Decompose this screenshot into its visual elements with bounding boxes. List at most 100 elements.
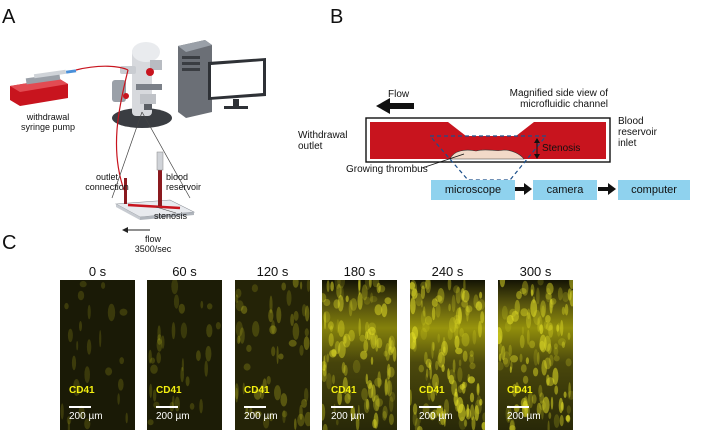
signal-streak bbox=[322, 361, 327, 371]
signal-streak bbox=[539, 340, 545, 351]
signal-streak bbox=[516, 291, 522, 300]
signal-streak bbox=[540, 300, 547, 317]
signal-streak bbox=[453, 314, 461, 325]
signal-streak bbox=[525, 357, 529, 365]
signal-streak bbox=[475, 301, 483, 311]
signal-streak bbox=[363, 398, 370, 414]
signal-streak bbox=[368, 326, 376, 336]
signal-streak bbox=[336, 319, 340, 334]
signal-streak bbox=[420, 281, 427, 289]
signal-streak bbox=[355, 414, 360, 430]
signal-streak bbox=[189, 403, 195, 410]
frame-time-label: 60 s bbox=[172, 264, 197, 279]
signal-streak bbox=[280, 393, 288, 407]
signal-streak bbox=[374, 377, 383, 387]
signal-streak bbox=[324, 311, 326, 330]
signal-streak bbox=[180, 322, 188, 339]
signal-streak bbox=[557, 287, 563, 301]
signal-streak bbox=[156, 338, 163, 352]
signal-streak bbox=[171, 280, 179, 295]
signal-streak bbox=[86, 339, 92, 355]
signal-streak bbox=[392, 346, 397, 362]
signal-streak bbox=[389, 391, 396, 402]
signal-streak bbox=[425, 373, 428, 381]
signal-streak bbox=[326, 280, 330, 293]
signal-streak bbox=[326, 353, 330, 363]
signal-streak bbox=[343, 335, 347, 344]
signal-streak bbox=[550, 298, 557, 305]
signal-streak bbox=[457, 367, 463, 383]
signal-streak bbox=[206, 324, 213, 338]
signal-streak bbox=[561, 306, 566, 315]
signal-streak bbox=[79, 321, 82, 332]
signal-streak bbox=[476, 383, 480, 396]
signal-streak bbox=[453, 285, 460, 294]
signal-streak bbox=[148, 349, 152, 364]
signal-streak bbox=[447, 280, 452, 291]
signal-streak bbox=[297, 413, 305, 427]
signal-streak bbox=[553, 414, 560, 428]
signal-streak bbox=[381, 303, 388, 318]
signal-streak bbox=[292, 322, 300, 340]
signal-streak bbox=[336, 284, 342, 298]
signal-streak bbox=[376, 282, 381, 294]
signal-streak bbox=[347, 387, 352, 400]
signal-streak bbox=[414, 418, 420, 430]
flow-label-b: Flow bbox=[388, 89, 410, 100]
cd41-marker-label: CD41 bbox=[419, 385, 445, 396]
signal-streak bbox=[324, 354, 328, 368]
signal-streak bbox=[536, 402, 542, 416]
cd41-marker-label: CD41 bbox=[69, 385, 95, 396]
signal-streak bbox=[536, 287, 540, 305]
signal-streak bbox=[290, 313, 294, 326]
signal-streak bbox=[498, 332, 501, 345]
signal-streak bbox=[322, 403, 326, 421]
signal-streak bbox=[303, 336, 310, 350]
signal-streak bbox=[157, 334, 162, 345]
signal-streak bbox=[442, 336, 446, 353]
signal-streak bbox=[71, 355, 77, 371]
signal-streak bbox=[531, 394, 537, 404]
signal-streak bbox=[292, 280, 299, 288]
signal-streak bbox=[512, 383, 517, 397]
signal-streak bbox=[472, 329, 477, 345]
signal-streak bbox=[455, 286, 461, 304]
signal-streak bbox=[119, 357, 124, 365]
signal-streak bbox=[479, 291, 483, 299]
signal-streak bbox=[388, 335, 396, 353]
signal-streak bbox=[459, 383, 465, 390]
signal-streak bbox=[107, 303, 116, 322]
signal-streak bbox=[376, 337, 383, 349]
signal-streak bbox=[469, 354, 475, 364]
scale-bar bbox=[331, 406, 353, 408]
signal-streak bbox=[87, 304, 91, 320]
signal-streak bbox=[559, 414, 564, 427]
signal-streak bbox=[447, 328, 453, 340]
signal-streak bbox=[271, 320, 275, 334]
signal-streak bbox=[526, 312, 532, 329]
signal-streak bbox=[332, 374, 335, 385]
signal-streak bbox=[467, 376, 475, 384]
signal-streak bbox=[499, 280, 506, 288]
signal-streak bbox=[180, 366, 184, 383]
signal-streak bbox=[152, 389, 157, 402]
signal-streak bbox=[438, 348, 443, 364]
flow-arrow-left-icon bbox=[376, 98, 414, 114]
signal-streak bbox=[276, 306, 282, 324]
signal-streak bbox=[538, 315, 543, 331]
signal-streak bbox=[549, 298, 553, 314]
signal-streak bbox=[387, 366, 395, 378]
panel-label-c: C bbox=[2, 232, 17, 254]
signal-streak bbox=[530, 284, 535, 296]
panel-label-b: B bbox=[330, 6, 344, 28]
signal-streak bbox=[77, 387, 80, 395]
signal-streak bbox=[178, 303, 185, 314]
signal-streak bbox=[236, 335, 241, 345]
signal-streak bbox=[560, 320, 564, 336]
signal-streak bbox=[508, 344, 512, 357]
signal-streak bbox=[431, 307, 436, 321]
signal-streak bbox=[520, 308, 528, 317]
signal-streak bbox=[499, 343, 503, 356]
signal-streak bbox=[533, 349, 539, 366]
